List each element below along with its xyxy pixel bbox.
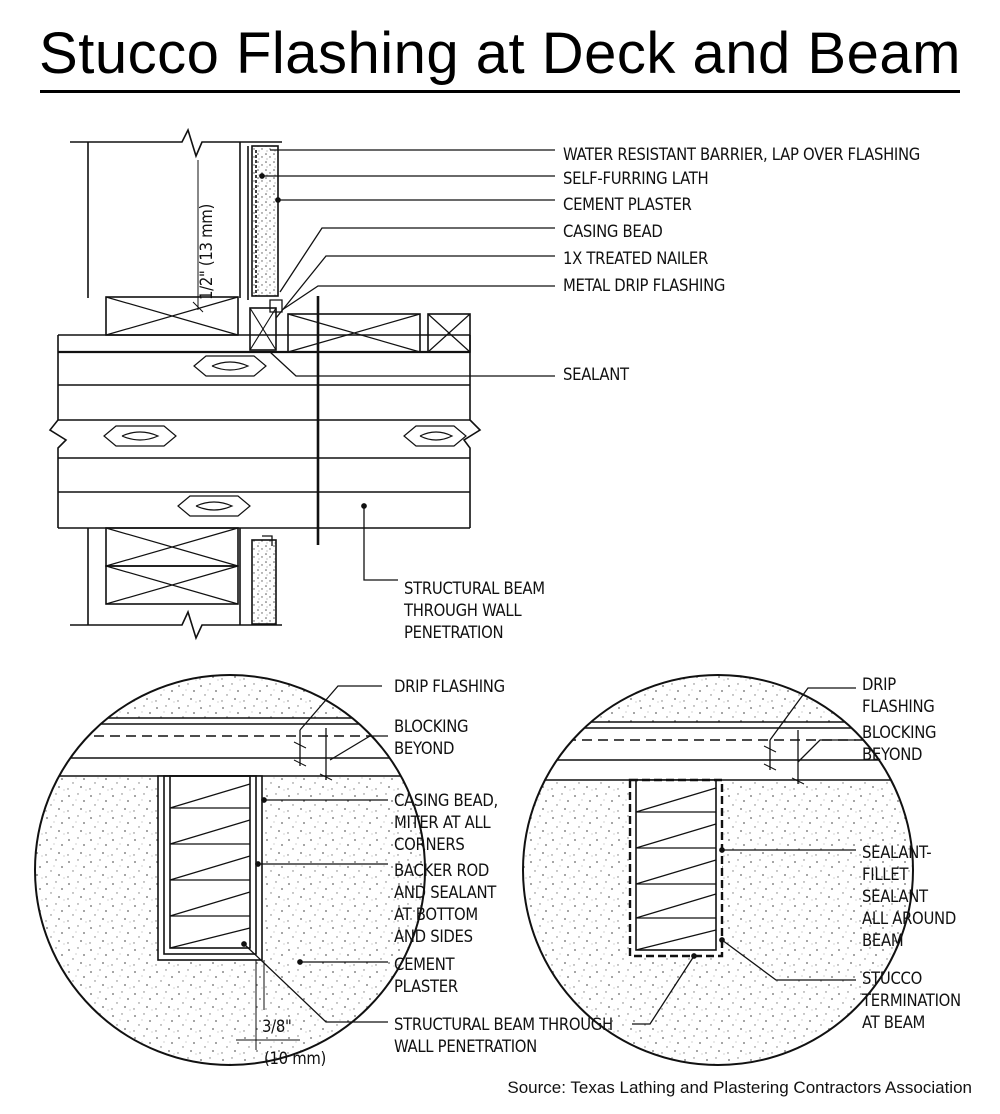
page-title: Stucco Flashing at Deck and Beam — [39, 21, 961, 86]
detail-left — [34, 674, 426, 1066]
label-structural-beam-3: PENETRATION — [404, 623, 503, 642]
left-label-backer-4: AND SIDES — [394, 927, 473, 946]
left-dimension-bottom: (10 mm) — [264, 1049, 326, 1068]
label-self-furring-lath: SELF-FURRING LATH — [563, 169, 708, 188]
left-label-beam-1: STRUCTURAL BEAM THROUGH — [394, 1015, 613, 1034]
right-label-sealant-3: SEALANT — [862, 887, 929, 906]
right-label-stucco-1: STUCCO — [862, 969, 922, 988]
right-label-stucco-2: TERMINATION — [861, 991, 961, 1010]
right-label-sealant-2: FILLET — [862, 865, 909, 884]
detail-right-leaders — [632, 687, 856, 1025]
left-dimension-top: 3/8" — [262, 1017, 292, 1036]
left-label-blocking-2: BEYOND — [394, 739, 454, 758]
left-label-plaster-1: CEMENT — [394, 955, 456, 974]
left-label-blocking-1: BLOCKING — [394, 717, 468, 736]
detail-left-leaders — [241, 685, 388, 1023]
label-cement-plaster: CEMENT PLASTER — [563, 195, 692, 214]
label-metal-drip-flashing: METAL DRIP FLASHING — [563, 276, 725, 295]
left-label-backer-2: AND SEALANT — [394, 883, 497, 902]
right-label-sealant-5: BEAM — [862, 931, 903, 950]
right-label-drip-2: FLASHING — [862, 697, 935, 716]
label-structural-beam-2: THROUGH WALL — [403, 601, 522, 620]
label-treated-nailer: 1X TREATED NAILER — [563, 249, 708, 268]
left-label-casing-3: CORNERS — [394, 835, 464, 854]
label-sealant: SEALANT — [563, 365, 630, 384]
right-label-sealant-1: SEALANT- — [862, 843, 931, 862]
left-label-beam-2: WALL PENETRATION — [394, 1037, 537, 1056]
right-label-sealant-4: ALL AROUND — [862, 909, 956, 928]
left-label-plaster-2: PLASTER — [394, 977, 458, 996]
section-leaders — [259, 149, 555, 581]
left-label-backer-1: BACKER ROD — [394, 861, 489, 880]
right-label-blocking-2: BEYOND — [862, 745, 922, 764]
title-underline — [40, 90, 960, 93]
label-structural-beam-1: STRUCTURAL BEAM — [404, 579, 545, 598]
left-label-backer-3: AT BOTTOM — [394, 905, 478, 924]
left-label-casing-2: MITER AT ALL — [394, 813, 491, 832]
left-label-casing-1: CASING BEAD, — [394, 791, 498, 810]
right-label-drip-1: DRIP — [862, 675, 896, 694]
section-view — [48, 127, 482, 641]
right-label-blocking-1: BLOCKING — [862, 723, 936, 742]
section-dimension: 1/2" (13 mm) — [197, 204, 216, 300]
label-water-resistant-barrier: WATER RESISTANT BARRIER, LAP OVER FLASHI… — [563, 145, 920, 164]
left-label-drip-flashing: DRIP FLASHING — [394, 677, 505, 696]
label-casing-bead: CASING BEAD — [563, 222, 663, 241]
right-label-stucco-3: AT BEAM — [862, 1013, 925, 1032]
source-credit: Source: Texas Lathing and Plastering Con… — [507, 1078, 972, 1097]
